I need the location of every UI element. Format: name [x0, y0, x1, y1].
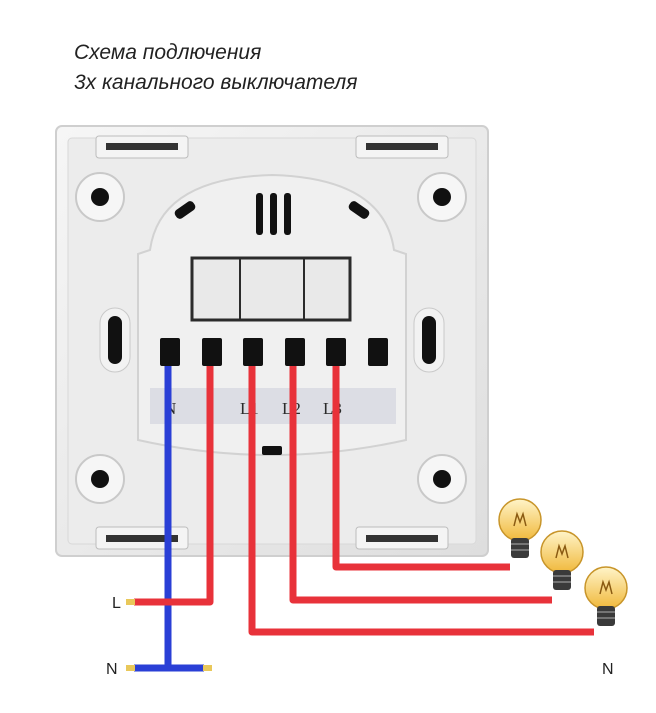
terminal-n [160, 338, 180, 366]
screw-hole-top-left [75, 172, 125, 222]
diagram-title-line-2: 3х канального выключателя [74, 71, 358, 94]
light-bulb-3 [584, 566, 628, 626]
line-wire-tip [126, 599, 135, 605]
light-bulb-1 [498, 498, 542, 558]
switch-housing: N L1 L2 L3 [55, 125, 489, 557]
mounting-clip-top-left [95, 135, 189, 159]
screw-hole-bottom-left [75, 454, 125, 504]
screw-hole-top-right [417, 172, 467, 222]
terminal-l3 [326, 338, 346, 366]
l2-lamp-wire [289, 366, 552, 604]
mounting-clip-top-right [355, 135, 449, 159]
terminal-spare [368, 338, 388, 366]
terminal-l2 [285, 338, 305, 366]
l3-lamp-wire [332, 366, 510, 571]
screw-hole-bottom-right [417, 454, 467, 504]
terminal-l1 [243, 338, 263, 366]
side-slot-left [99, 307, 131, 373]
line-input-label: L [112, 595, 121, 612]
light-bulb-2 [540, 530, 584, 590]
l1-lamp-wire [248, 366, 594, 636]
mounting-clip-bottom-right [355, 526, 449, 550]
neutral-output-label: N [602, 661, 614, 678]
mounting-clip-bottom-left [95, 526, 189, 550]
central-module [137, 173, 407, 456]
terminal-l [202, 338, 222, 366]
neutral-wire-tip-right [203, 665, 212, 671]
neutral-input-label: N [106, 661, 118, 678]
side-slot-right [413, 307, 445, 373]
terminal-block [160, 338, 388, 366]
neutral-wire-tip-left [126, 665, 135, 671]
diagram-title-line-1: Схема подлючения [74, 41, 262, 64]
line-input-wire [134, 366, 214, 606]
